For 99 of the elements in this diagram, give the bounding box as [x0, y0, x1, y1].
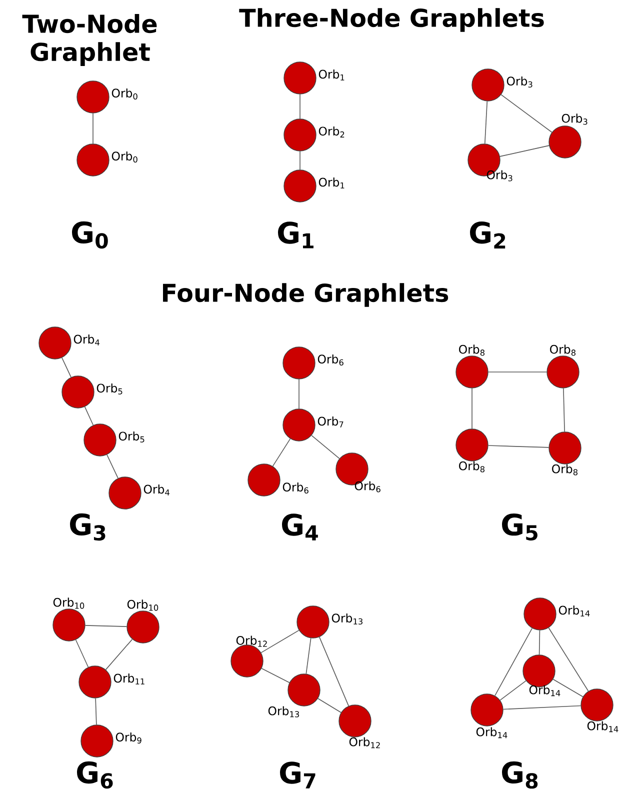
graph-edge — [500, 94, 552, 133]
graph-edge — [563, 388, 565, 432]
graph-vertex — [62, 376, 94, 408]
orbit-label: Orb$_{10}$ — [53, 598, 84, 609]
graph-vertex — [282, 408, 316, 442]
graph-vertex — [548, 126, 582, 158]
graph-vertex — [282, 346, 316, 380]
graph-vertex — [76, 80, 110, 114]
graph-edge — [261, 668, 290, 683]
graph-vertex — [472, 68, 504, 102]
orbit-label: Orb$_{6}$ — [282, 482, 308, 494]
graphlet-name: G$_{6}$ — [77, 761, 113, 789]
graph-edge — [306, 638, 312, 674]
graph-edge — [538, 630, 540, 656]
orbit-label: Orb$_{14}$ — [558, 606, 590, 616]
graph-edge — [84, 625, 128, 627]
graph-edge — [484, 100, 488, 144]
graph-edge — [62, 357, 72, 378]
orbit-label: Orb$_{8}$ — [552, 464, 578, 476]
orbit-label: Orb$_{2}$ — [318, 126, 344, 138]
graph-vertex — [456, 428, 488, 462]
graph-vertex — [284, 170, 316, 202]
graph-edge — [500, 680, 526, 701]
graph-vertex — [126, 610, 160, 644]
orbit-label: Orb$_{11}$ — [114, 674, 144, 684]
graphlet-name: G$_{7}$ — [280, 762, 316, 788]
graph-vertex — [580, 688, 614, 722]
orbit-label: Orb$_{14}$ — [529, 685, 560, 696]
graph-edge — [92, 112, 94, 144]
graph-vertex — [38, 326, 72, 360]
graph-edge — [488, 445, 550, 448]
orbit-label: Orb$_{8}$ — [459, 461, 484, 472]
orbit-label: Orb$_{12}$ — [349, 737, 380, 748]
orbit-label: Orb$_{3}$ — [506, 76, 532, 88]
graphlet-name: G$_{0}$ — [72, 221, 108, 249]
orbit-label: Orb$_{1}$ — [318, 178, 344, 188]
graph-vertex — [248, 464, 280, 496]
orbit-label: Orb$_{3}$ — [486, 170, 512, 182]
graph-vertex — [524, 598, 556, 630]
graph-vertex — [78, 666, 112, 698]
graph-edge — [84, 406, 94, 426]
graphlet-name: G$_{8}$ — [502, 761, 538, 789]
graph-vertex — [456, 356, 488, 388]
graph-edge — [500, 145, 550, 157]
graph-edge — [106, 454, 118, 479]
orbit-label: Orb$_{13}$ — [332, 613, 362, 625]
orbit-label: Orb$_{8}$ — [459, 344, 484, 356]
orbit-label: Orb$_{4}$ — [144, 484, 170, 496]
orbit-label: Orb$_{6}$ — [318, 354, 344, 366]
orbit-label: Orb$_{7}$ — [318, 416, 344, 428]
graphlet-name: G$_{5}$ — [502, 514, 538, 540]
graphlet-name: G$_{4}$ — [282, 514, 318, 540]
orbit-label: Orb$_{9}$ — [116, 732, 142, 744]
graph-edge — [75, 639, 89, 668]
orbit-label: Orb$_{12}$ — [236, 636, 267, 647]
orbit-label: Orb$_{0}$ — [112, 88, 138, 100]
graph-vertex — [296, 606, 330, 638]
graph-vertex — [84, 424, 116, 456]
graph-edge — [260, 630, 300, 654]
graphlet-name: G$_{3}$ — [70, 513, 106, 541]
graph-vertex — [470, 694, 504, 726]
graph-vertex — [80, 724, 114, 758]
graph-vertex — [546, 356, 580, 388]
section-heading: Four-Node Graphlets — [163, 283, 448, 307]
graphlet-name: G$_{1}$ — [278, 222, 314, 248]
orbit-label: Orb$_{5}$ — [96, 384, 122, 394]
orbit-label: Orb$_{14}$ — [587, 721, 618, 732]
graph-edge — [311, 435, 340, 459]
orbit-label: Orb$_{6}$ — [354, 481, 380, 492]
graph-edge — [298, 378, 300, 410]
orbit-label: Orb$_{13}$ — [268, 706, 299, 718]
orbit-label: Orb$_{3}$ — [562, 114, 588, 125]
graphlet-name: G$_{2}$ — [470, 222, 506, 248]
section-heading: Two-Node Graphlet — [22, 14, 157, 66]
graph-vertex — [52, 608, 86, 642]
orbit-label: Orb$_{5}$ — [118, 432, 144, 442]
orbit-label: Orb$_{8}$ — [550, 344, 576, 356]
orbit-label: Orb$_{10}$ — [127, 600, 158, 611]
graph-edge — [272, 438, 291, 467]
graph-vertex — [548, 432, 582, 464]
graph-vertex — [108, 476, 142, 510]
graph-edge — [494, 628, 532, 696]
orbit-label: Orb$_{0}$ — [112, 151, 138, 163]
graph-edge — [548, 627, 589, 692]
graph-vertex — [76, 144, 110, 176]
section-heading: Three-Node Graphlets — [239, 8, 544, 32]
orbit-label: Orb$_{4}$ — [74, 334, 100, 346]
graph-vertex — [338, 704, 372, 738]
graph-edge — [552, 678, 584, 698]
graph-edge — [318, 698, 342, 713]
graph-vertex — [288, 674, 320, 706]
orbit-label: Orb$_{1}$ — [318, 70, 344, 80]
graph-edge — [502, 705, 582, 710]
graph-edge — [95, 698, 97, 726]
orbit-label: Orb$_{14}$ — [476, 727, 508, 738]
graph-vertex — [284, 118, 316, 152]
graph-edge — [105, 638, 133, 670]
graph-vertex — [284, 62, 316, 94]
graph-edge — [318, 636, 350, 706]
